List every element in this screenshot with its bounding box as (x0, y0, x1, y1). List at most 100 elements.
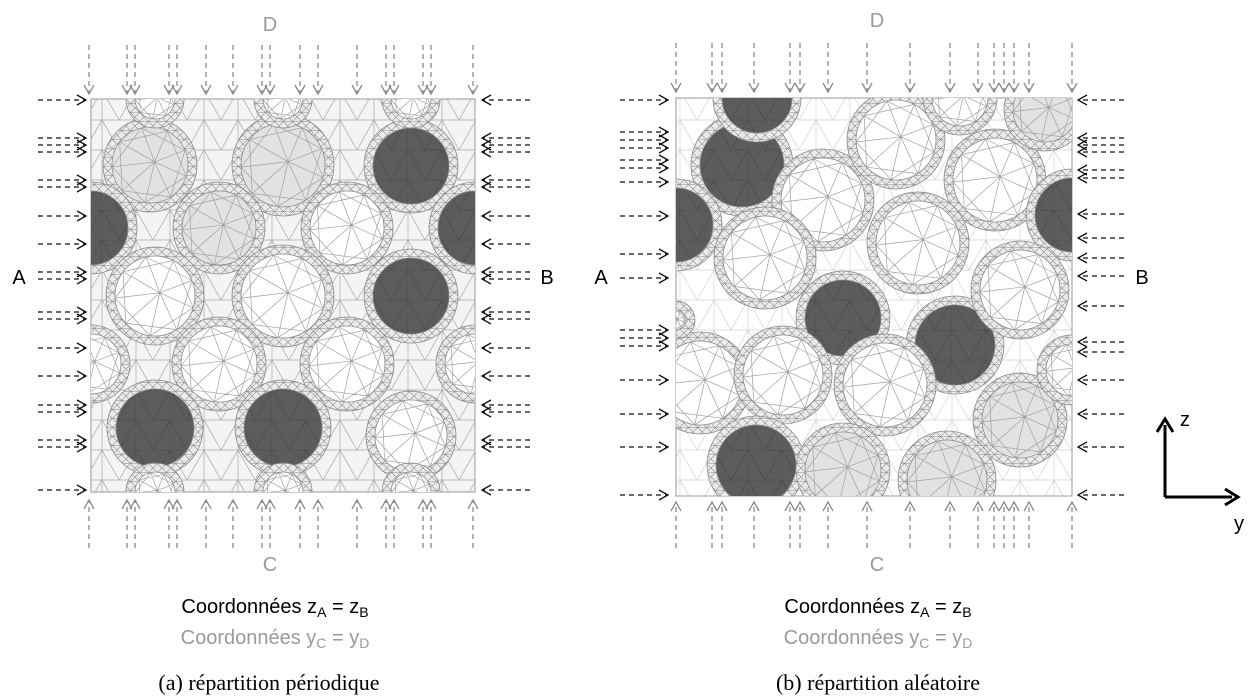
coord-y-sub-d: D (962, 635, 973, 651)
arrowhead-icon (76, 273, 88, 285)
element-edges (262, 99, 303, 120)
arrowhead-icon (658, 176, 670, 188)
element-edges (742, 335, 822, 415)
random-particles (676, 98, 1072, 496)
arrowhead-icon (388, 84, 400, 96)
periodic-panel (90, 98, 476, 493)
arrowhead-icon (706, 82, 718, 94)
coord-y-sub-c: C (316, 635, 327, 651)
arrowhead-icon (171, 84, 183, 96)
arrowhead-icon (1076, 374, 1088, 386)
particle (444, 333, 475, 395)
arrowhead-icon (467, 84, 479, 96)
arrowhead-icon (121, 498, 133, 510)
particle (240, 122, 326, 208)
coord-z-sub-a: A (317, 604, 327, 620)
arrowhead-icon (822, 82, 834, 94)
element-edges (240, 123, 324, 207)
element-edges (780, 158, 864, 242)
arrowhead-icon (417, 498, 429, 510)
arrowhead-icon (294, 84, 306, 96)
arrowhead-icon (1076, 208, 1088, 220)
element-edges (981, 382, 1057, 458)
particle (180, 325, 258, 403)
particle (952, 137, 1038, 223)
arrowhead-icon (129, 84, 141, 96)
arrowhead-icon (171, 498, 183, 510)
arrowhead-icon (200, 84, 212, 96)
arrowhead-icon (861, 500, 873, 512)
arrowhead-icon (1066, 82, 1078, 94)
arrowhead-icon (480, 441, 492, 453)
particle (875, 200, 961, 286)
arrowhead-icon (76, 94, 88, 106)
arrowhead-icon (1076, 489, 1088, 501)
particle (676, 340, 743, 426)
coord-y-sub-c: C (919, 635, 930, 651)
arrowhead-icon (163, 498, 175, 510)
arrowhead-icon (658, 248, 670, 260)
arrowhead-icon (904, 500, 916, 512)
arrowhead-icon (76, 484, 88, 496)
arrowhead-icon (256, 498, 268, 510)
particle (111, 126, 189, 204)
particle (780, 157, 866, 243)
arrowhead-icon (944, 500, 956, 512)
arrowhead-icon (658, 441, 670, 453)
element-edges (875, 201, 959, 285)
element-edges (676, 310, 686, 330)
coord-z-sub-a: A (920, 604, 930, 620)
arrowhead-icon (658, 210, 670, 222)
periodic-coord-y-line: Coordonnées yC = yD (160, 627, 390, 650)
arrowhead-icon (1076, 146, 1088, 158)
arrowhead-icon (670, 500, 682, 512)
particle (240, 253, 326, 339)
arrowhead-icon (998, 500, 1010, 512)
arrowhead-icon (1076, 164, 1088, 176)
arrowhead-icon (425, 84, 437, 96)
arrowhead-icon (944, 82, 956, 94)
particle (308, 325, 386, 403)
coord-z-prefix: Coordonnées z (181, 596, 318, 618)
particle (91, 333, 122, 395)
arrowhead-icon (904, 82, 916, 94)
face-label-a-random: A (594, 267, 608, 289)
arrowhead-icon (1076, 172, 1088, 184)
random-coord-z-line: Coordonnées zA = zB (763, 596, 993, 619)
arrowhead-icon (716, 500, 728, 512)
arrowhead-icon (794, 82, 806, 94)
element-edges (1045, 344, 1072, 397)
dark-particle (676, 187, 714, 263)
arrowhead-icon (76, 370, 88, 382)
particle (906, 439, 988, 496)
arrowhead-icon (480, 238, 492, 250)
periodic-coord-z-line: Coordonnées zA = zB (160, 596, 390, 619)
random-caption: (b) répartition aléatoire (775, 670, 980, 695)
arrowhead-icon (264, 84, 276, 96)
face-label-d-periodic: D (263, 14, 277, 36)
arrowhead-icon (658, 142, 670, 154)
face-label-d-random: D (870, 10, 884, 32)
arrowhead-icon (380, 84, 392, 96)
arrowhead-icon (227, 498, 239, 510)
arrowhead-icon (163, 84, 175, 96)
axes-indicator: z y (1155, 409, 1244, 535)
element-edges (931, 98, 988, 127)
coord-y-prefix: Coordonnées y (180, 627, 317, 649)
arrowhead-icon (861, 82, 873, 94)
element-edges (444, 334, 475, 395)
arrowhead-icon (658, 94, 670, 106)
coord-z-prefix: Coordonnées z (784, 596, 921, 618)
arrowhead-icon (658, 374, 670, 386)
element-edges (374, 400, 446, 472)
arrowhead-icon (351, 498, 363, 510)
y-axis-label: y (1234, 513, 1244, 535)
arrowhead-icon (1076, 408, 1088, 420)
arrowhead-icon (312, 498, 324, 510)
arrowhead-icon (658, 408, 670, 420)
arrowhead-icon (480, 484, 492, 496)
arrowhead-icon (998, 82, 1010, 94)
arrowhead-icon (76, 441, 88, 453)
arrowhead-icon (1008, 500, 1020, 512)
arrowhead-icon (748, 500, 760, 512)
